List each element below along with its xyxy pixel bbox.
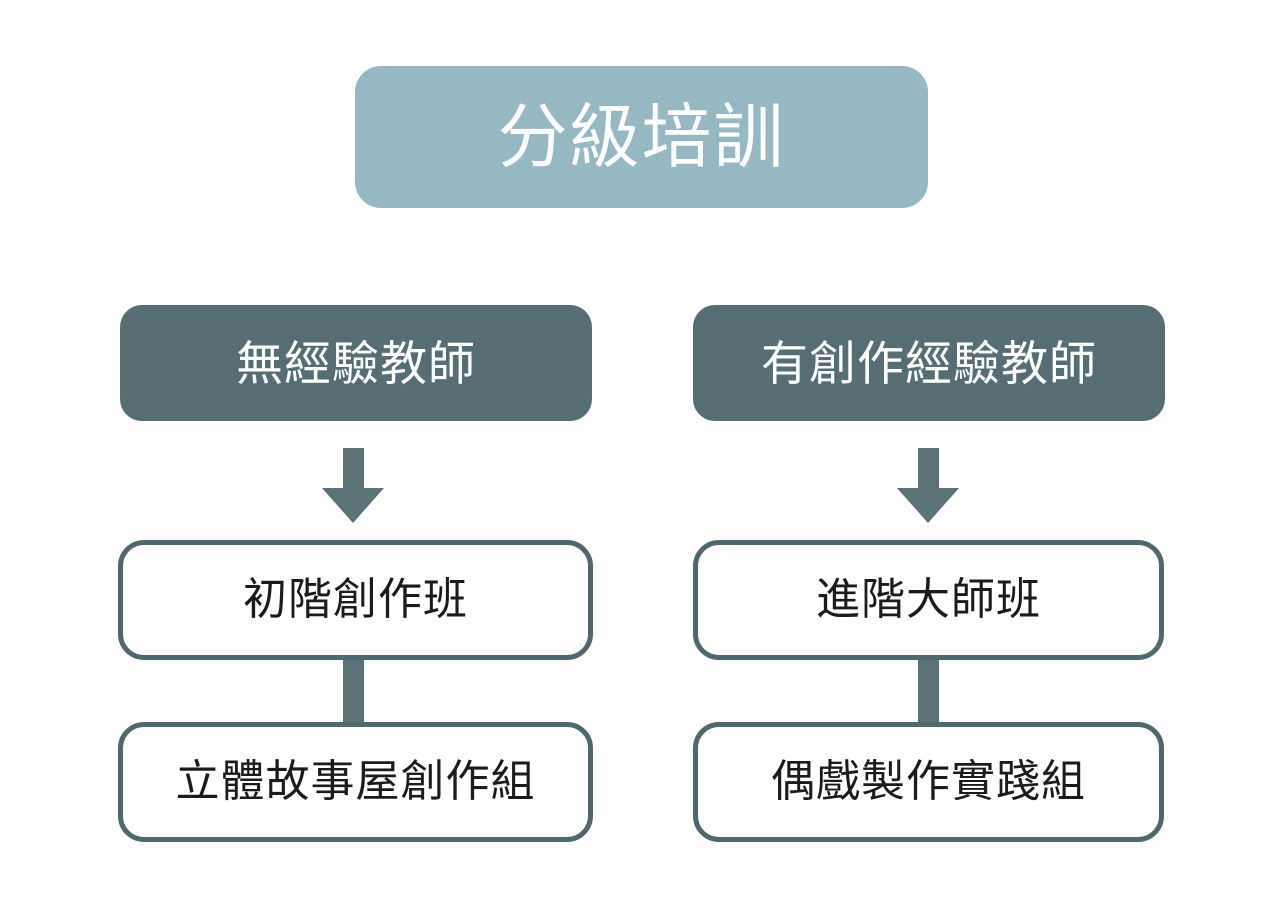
diagram-title-label: 分級培訓 [497,98,786,176]
step-box-label: 初階創作班 [243,575,468,624]
column-header-no-experience: 無經驗教師 [120,305,592,421]
arrow-head [322,488,384,523]
column-header-label: 有創作經驗教師 [761,336,1097,390]
down-arrow-icon-right [897,448,959,523]
diagram-title-box: 分級培訓 [355,66,928,208]
step-box-label: 偶戲製作實踐組 [771,757,1086,806]
arrow-head [897,488,959,523]
arrow-shaft [343,448,364,490]
step-box-beginner-class: 初階創作班 [118,540,593,660]
step-box-puppet-practice-group: 偶戲製作實踐組 [693,722,1164,842]
step-box-label: 進階大師班 [816,575,1041,624]
column-header-with-experience: 有創作經驗教師 [693,305,1165,421]
step-box-master-class: 進階大師班 [693,540,1164,660]
down-arrow-icon-left [322,448,384,523]
step-box-story-house-group: 立體故事屋創作組 [118,722,593,842]
step-box-label: 立體故事屋創作組 [175,757,536,806]
arrow-shaft [918,448,939,490]
connector-bar-right [918,652,939,732]
column-header-label: 無經驗教師 [236,336,476,390]
connector-bar-left [343,652,364,732]
